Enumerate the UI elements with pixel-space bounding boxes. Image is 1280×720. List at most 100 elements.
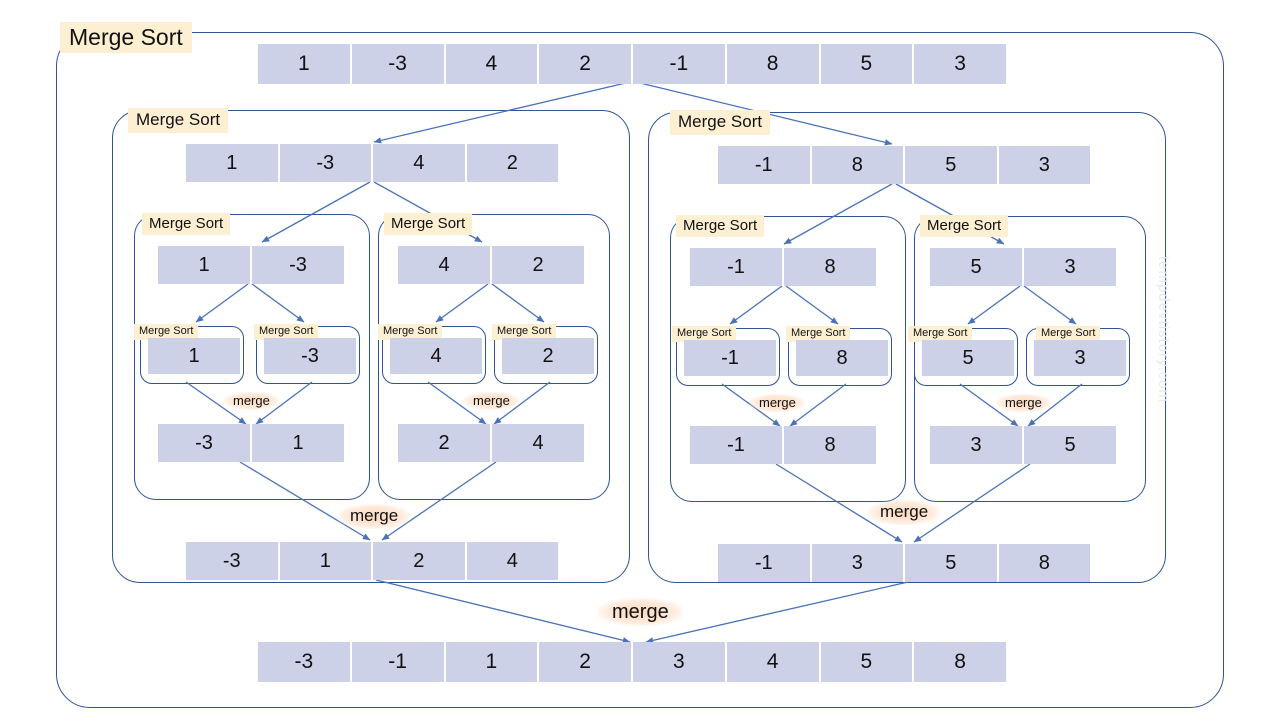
array-cell: -3	[258, 642, 352, 682]
array-leaf-2: -3	[264, 338, 356, 374]
array-cell: 8	[796, 340, 888, 376]
merge-sort-label-right: Merge Sort	[670, 110, 771, 135]
array-cell: -1	[633, 44, 727, 84]
array-cell: -1	[690, 426, 784, 464]
merge-sort-label-left: Merge Sort	[128, 108, 229, 133]
array-cell: 2	[373, 542, 467, 580]
merge-label-root: merge	[598, 598, 683, 626]
merge-label-l3-3: merge	[750, 394, 805, 413]
merge-sort-label-leaf-3: Merge Sort	[378, 324, 443, 340]
array-cell: 4	[492, 424, 584, 462]
array-cell: 1	[252, 424, 344, 462]
recursion-frame-root	[56, 32, 1224, 708]
array-leaf-8: 3	[1034, 340, 1126, 376]
array-cell: 8	[914, 642, 1006, 682]
array-cell: 5	[905, 146, 999, 184]
merge-label-l2-right: merge	[868, 500, 941, 525]
array-cell: 4	[466, 542, 558, 580]
array-cell: 1	[158, 246, 252, 284]
array-cell: 2	[398, 424, 492, 462]
merge-sort-label-l3-1: Merge Sort	[142, 213, 231, 236]
merge-sort-label-l3-4: Merge Sort	[920, 215, 1009, 238]
merge-sort-label-leaf-8: Merge Sort	[1036, 326, 1101, 342]
array-cell: 1	[279, 542, 373, 580]
array-cell: 1	[258, 44, 352, 84]
array-cell: -3	[158, 424, 252, 462]
merge-sort-label-l3-2: Merge Sort	[384, 213, 473, 236]
array-cell: 5	[922, 340, 1014, 376]
watermark-text: tempdevtistory.com	[1155, 256, 1172, 403]
array-cell: 5	[930, 248, 1024, 286]
array-cell: 2	[539, 642, 633, 682]
array-cell: 4	[445, 44, 540, 84]
array-cell: 3	[1034, 340, 1126, 376]
array-cell: 2	[502, 338, 594, 374]
array-cell: 8	[811, 146, 905, 184]
array-leaf-4: 2	[502, 338, 594, 374]
array-cell: 8	[998, 544, 1090, 582]
array-leaf-5: -1	[684, 340, 776, 376]
array-cell: -1	[690, 248, 784, 286]
array-cell: 8	[726, 44, 821, 84]
array-cell: 5	[820, 44, 915, 84]
merge-sort-label-leaf-1: Merge Sort	[134, 324, 199, 340]
array-cell: 1	[445, 642, 540, 682]
merge-label-l2-left: merge	[338, 504, 411, 529]
merge-label-l3-1: merge	[224, 392, 279, 411]
array-cell: 3	[1024, 248, 1116, 286]
merge-sort-label-leaf-5: Merge Sort	[672, 326, 737, 342]
array-leaf-1: 1	[148, 338, 240, 374]
array-cell: 2	[466, 144, 558, 182]
merge-sort-label-leaf-6: Merge Sort	[786, 326, 851, 342]
merge-label-l3-2: merge	[464, 392, 519, 411]
array-cell: 3	[914, 44, 1006, 84]
merge-label-l3-4: merge	[996, 394, 1051, 413]
array-cell: 8	[784, 426, 876, 464]
array-cell: 5	[820, 642, 915, 682]
array-cell: 4	[390, 338, 482, 374]
array-cell: 4	[398, 246, 492, 284]
array-cell: 5	[1024, 426, 1116, 464]
array-cell: -1	[684, 340, 776, 376]
array-cell: 2	[539, 44, 633, 84]
array-cell: 1	[186, 144, 280, 182]
array-cell: -3	[351, 44, 446, 84]
array-cell: 1	[148, 338, 240, 374]
recursion-frame-left	[112, 110, 630, 583]
merge-sort-label-leaf-2: Merge Sort	[254, 324, 319, 340]
array-cell: 3	[811, 544, 905, 582]
array-leaf-6: 8	[796, 340, 888, 376]
array-cell: 5	[905, 544, 999, 582]
array-cell: -1	[351, 642, 446, 682]
array-cell: -3	[186, 542, 280, 580]
array-cell: 4	[373, 144, 467, 182]
array-cell: 2	[492, 246, 584, 284]
array-cell: 4	[726, 642, 821, 682]
array-cell: -1	[718, 544, 812, 582]
merge-sort-label-leaf-7: Merge Sort	[908, 326, 973, 342]
array-cell: 3	[633, 642, 727, 682]
array-cell: 3	[930, 426, 1024, 464]
array-leaf-7: 5	[922, 340, 1014, 376]
merge-sort-label-root: Merge Sort	[60, 22, 192, 54]
merge-sort-label-l3-3: Merge Sort	[676, 215, 765, 238]
array-cell: -3	[252, 246, 344, 284]
array-cell: -3	[264, 338, 356, 374]
array-cell: -3	[279, 144, 373, 182]
array-cell: 3	[998, 146, 1090, 184]
array-leaf-3: 4	[390, 338, 482, 374]
